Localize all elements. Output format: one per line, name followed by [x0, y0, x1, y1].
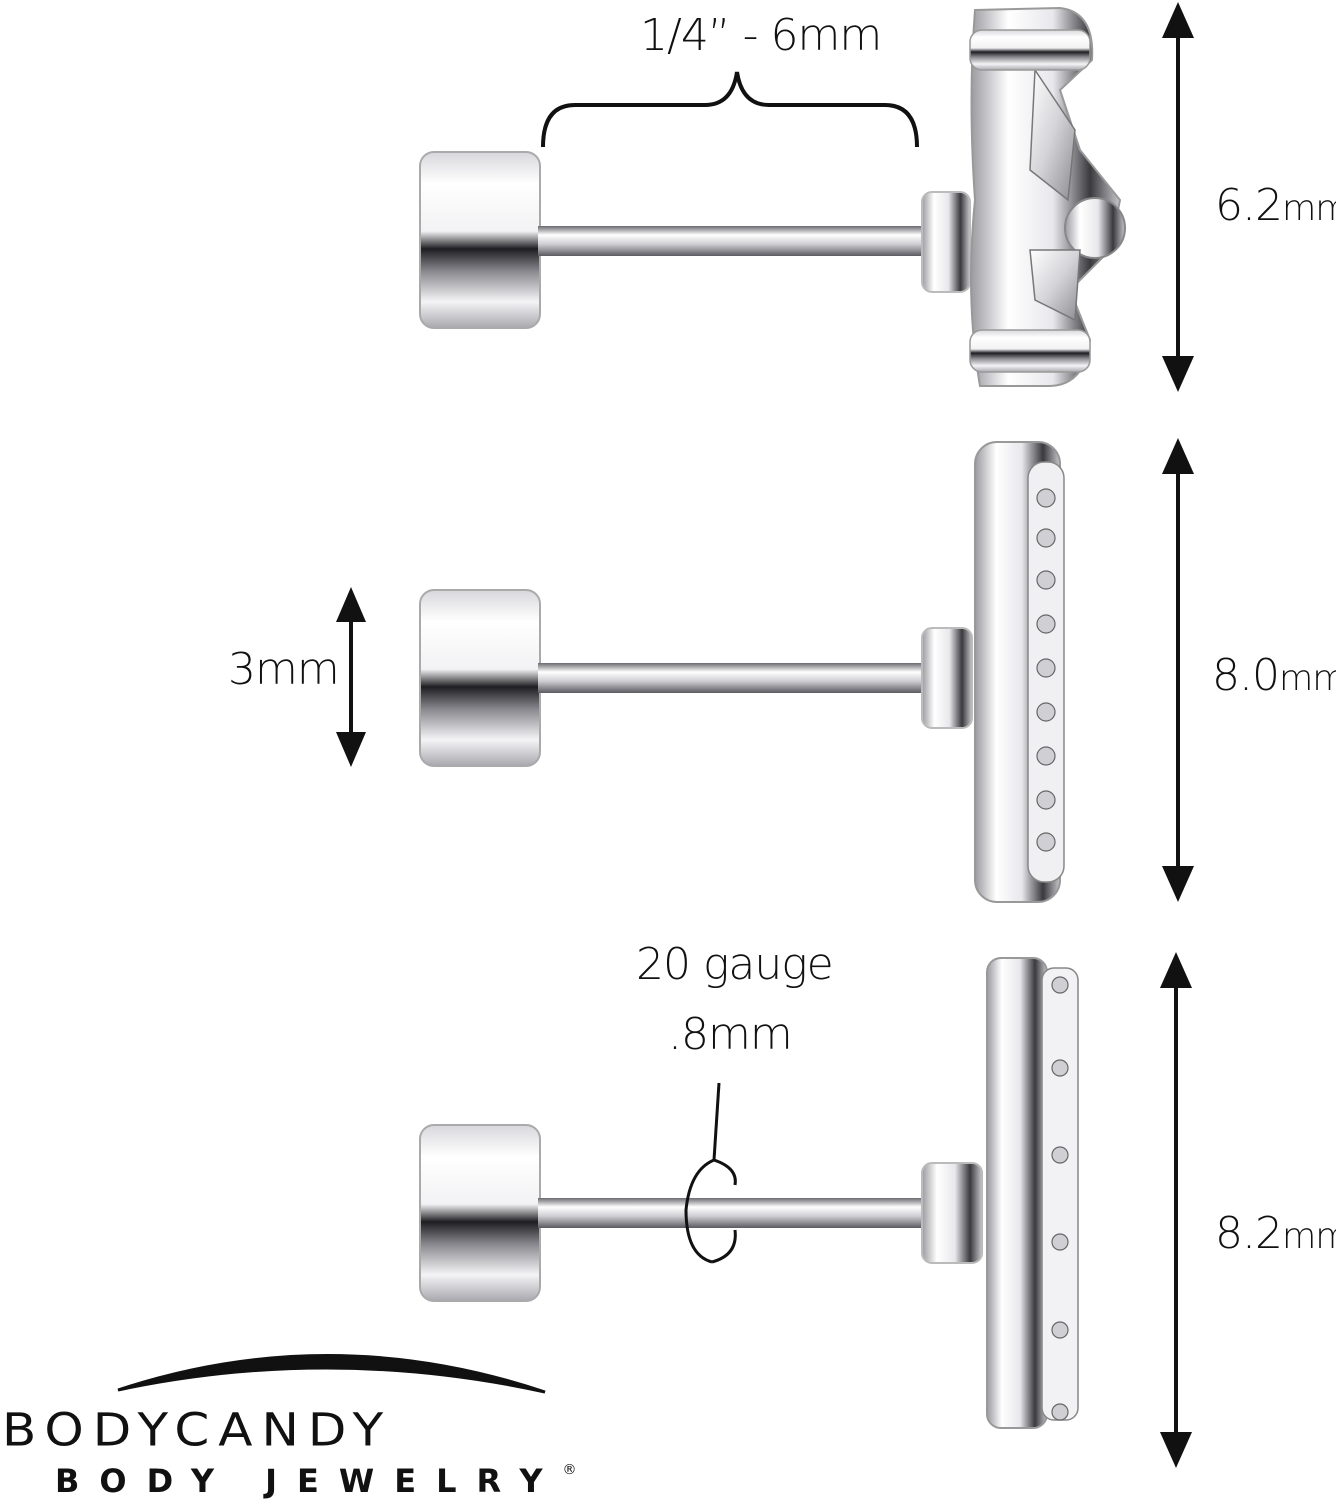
height-unit: mm [1281, 188, 1336, 229]
marquise-gem-lower [1029, 249, 1081, 322]
height-value: 8.0 [1212, 650, 1280, 701]
stud-marquise-cluster [419, 6, 1126, 387]
gauge-label: 20 gauge [636, 939, 834, 990]
bar-edge [1041, 967, 1079, 1421]
disc-back [419, 589, 541, 767]
bar-head [986, 957, 1048, 1429]
height-arrow-2 [1162, 438, 1194, 902]
height-arrow-3 [1160, 952, 1192, 1468]
height-label-3: 8.2mm [1215, 1212, 1336, 1256]
post-length-label: 1/4” - 6mm [640, 10, 882, 61]
height-value: 8.2 [1215, 1208, 1283, 1259]
height-label-2: 8.0mm [1212, 654, 1336, 698]
registered-mark: ® [562, 1462, 577, 1478]
stud-round-disc [419, 441, 1065, 903]
disc-back [419, 1124, 541, 1302]
pave-stones [1036, 488, 1056, 852]
post [538, 1198, 930, 1228]
height-value: 6.2 [1215, 180, 1283, 231]
disc-size-label: 3mm [228, 644, 340, 695]
stud-bar [419, 957, 1079, 1429]
brand-tagline-text: BODY JEWELRY [55, 1462, 563, 1500]
prong-bottom [969, 329, 1091, 373]
prong-top [969, 29, 1091, 71]
collar [921, 1162, 983, 1264]
height-unit: mm [1281, 1216, 1336, 1257]
post [538, 663, 930, 693]
disc-back [419, 151, 541, 329]
height-label-1: 6.2mm [1215, 184, 1336, 228]
marquise-gem [1029, 67, 1076, 202]
height-arrow-1 [1162, 2, 1194, 392]
brand-tagline: BODY JEWELRY® [55, 1462, 577, 1500]
gauge-callout [684, 1082, 737, 1264]
length-brace [541, 71, 919, 148]
gauge-mm-label: .8mm [668, 1009, 793, 1060]
brand-logo: BODYCANDY [2, 1404, 393, 1457]
round-gem [1064, 197, 1126, 259]
height-unit: mm [1278, 658, 1336, 699]
collar [921, 191, 971, 293]
brand-swoosh-icon [117, 1354, 546, 1394]
disc-size-arrow [336, 587, 366, 767]
post [538, 226, 930, 256]
bar-stones [1051, 976, 1069, 1421]
collar [921, 627, 973, 729]
cluster-head [970, 6, 1122, 387]
